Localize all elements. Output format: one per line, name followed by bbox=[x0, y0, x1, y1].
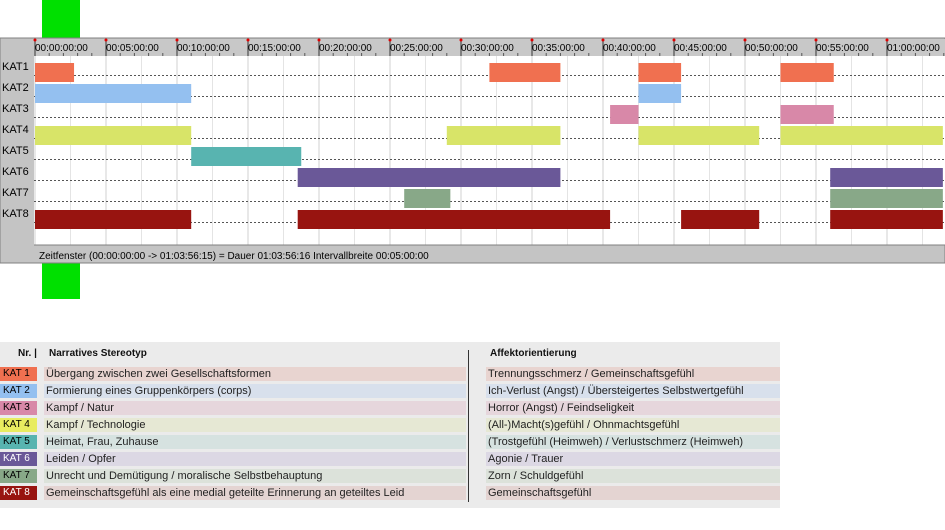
tick-label: 00:05:00:00 bbox=[106, 43, 159, 54]
legend-stereotype: Formierung eines Gruppenkörpers (corps) bbox=[44, 384, 466, 398]
timeline-bar[interactable] bbox=[610, 105, 639, 124]
tick-label: 00:55:00:00 bbox=[816, 43, 869, 54]
legend-row: KAT 7 Unrecht und Demütigung / moralische… bbox=[0, 468, 780, 484]
timeline-bar[interactable] bbox=[780, 105, 834, 124]
row-label: KAT7 bbox=[2, 187, 29, 199]
legend-affect: Gemeinschaftsgefühl bbox=[486, 486, 780, 500]
legend-affect: (All-)Macht(s)gefühl / Ohnmachtsgefühl bbox=[486, 418, 780, 432]
tick-marker bbox=[175, 38, 179, 42]
legend-category-swatch: KAT 1 bbox=[0, 367, 37, 381]
legend-affect: Agonie / Trauer bbox=[486, 452, 780, 466]
timeline-bar[interactable] bbox=[830, 168, 943, 187]
legend-row: KAT 6 Leiden / Opfer Agonie / Trauer bbox=[0, 451, 780, 467]
legend-category-swatch: KAT 5 bbox=[0, 435, 37, 449]
timeline-bar[interactable] bbox=[35, 126, 192, 145]
timeline-bar[interactable] bbox=[830, 189, 943, 208]
tick-label: 00:15:00:00 bbox=[248, 43, 301, 54]
legend-stereotype: Gemeinschaftsgefühl als eine medial gete… bbox=[44, 486, 466, 500]
legend-category-swatch: KAT 2 bbox=[0, 384, 37, 398]
legend-category-swatch: KAT 7 bbox=[0, 469, 37, 483]
timeline-bar[interactable] bbox=[638, 126, 760, 145]
legend-stereotype: Kampf / Natur bbox=[44, 401, 466, 415]
legend-affect: Ich-Verlust (Angst) / Übersteigertes Sel… bbox=[486, 384, 780, 398]
tick-marker bbox=[530, 38, 534, 42]
tick-label: 00:10:00:00 bbox=[177, 43, 230, 54]
legend-stereotype: Übergang zwischen zwei Gesellschaftsform… bbox=[44, 367, 466, 381]
legend-row: KAT 2 Formierung eines Gruppenkörpers (co… bbox=[0, 383, 780, 399]
status-text: Zeitfenster (00:00:00:00 -> 01:03:56:15)… bbox=[39, 251, 429, 262]
timeline-bar[interactable] bbox=[638, 63, 682, 82]
legend-header-stereotype: Narratives Stereotyp bbox=[49, 348, 147, 359]
legend-divider bbox=[468, 350, 469, 502]
tick-marker bbox=[317, 38, 321, 42]
row-label: KAT1 bbox=[2, 61, 29, 73]
tick-label: 00:25:00:00 bbox=[390, 43, 443, 54]
tick-marker bbox=[814, 38, 818, 42]
legend-table: Nr. | Narratives Stereotyp Affektorienti… bbox=[0, 342, 780, 508]
legend-row: KAT 8 Gemeinschaftsgefühl als eine medial… bbox=[0, 485, 780, 501]
legend-stereotype: Unrecht und Demütigung / moralische Selb… bbox=[44, 469, 466, 483]
bars bbox=[35, 63, 943, 229]
legend-affect: Trennungsschmerz / Gemeinschaftsgefühl bbox=[486, 367, 780, 381]
timeline-bar[interactable] bbox=[35, 84, 192, 103]
timeline-bar[interactable] bbox=[830, 210, 943, 229]
tick-marker bbox=[33, 38, 37, 42]
timeline-bar[interactable] bbox=[35, 63, 75, 82]
legend-affect: Zorn / Schuldgefühl bbox=[486, 469, 780, 483]
tick-label: 00:45:00:00 bbox=[674, 43, 727, 54]
row-label: KAT6 bbox=[2, 166, 29, 178]
legend-category-swatch: KAT 6 bbox=[0, 452, 37, 466]
legend-category-swatch: KAT 4 bbox=[0, 418, 37, 432]
tick-label: 00:30:00:00 bbox=[461, 43, 514, 54]
tick-marker bbox=[672, 38, 676, 42]
timeline-bar[interactable] bbox=[489, 63, 561, 82]
tick-marker bbox=[601, 38, 605, 42]
timeline-bar[interactable] bbox=[297, 210, 611, 229]
legend-category-swatch: KAT 8 bbox=[0, 486, 37, 500]
legend-affect: Horror (Angst) / Feindseligkeit bbox=[486, 401, 780, 415]
legend-stereotype: Kampf / Technologie bbox=[44, 418, 466, 432]
legend-stereotype: Heimat, Frau, Zuhause bbox=[44, 435, 466, 449]
row-label: KAT2 bbox=[2, 82, 29, 94]
tick-label: 01:00:00:00 bbox=[887, 43, 940, 54]
timeline-bar[interactable] bbox=[297, 168, 561, 187]
playhead-marker-bottom[interactable] bbox=[42, 263, 80, 299]
row-label: KAT3 bbox=[2, 103, 29, 115]
tick-marker bbox=[459, 38, 463, 42]
timeline-bar[interactable] bbox=[35, 210, 192, 229]
timeline-bar[interactable] bbox=[780, 126, 943, 145]
legend-row: KAT 5 Heimat, Frau, Zuhause (Trostgefühl (… bbox=[0, 434, 780, 450]
timeline-bar[interactable] bbox=[446, 126, 561, 145]
tick-label: 00:00:00:00 bbox=[35, 43, 88, 54]
legend-row: KAT 4 Kampf / Technologie (All-)Macht(s)ge… bbox=[0, 417, 780, 433]
timeline-bar[interactable] bbox=[191, 147, 302, 166]
timeline-bar[interactable] bbox=[681, 210, 760, 229]
row-label: KAT5 bbox=[2, 145, 29, 157]
legend-affect: (Trostgefühl (Heimweh) / Verlustschmerz … bbox=[486, 435, 780, 449]
tick-label: 00:20:00:00 bbox=[319, 43, 372, 54]
playhead-marker-top[interactable] bbox=[42, 0, 80, 38]
tick-marker bbox=[246, 38, 250, 42]
legend-stereotype: Leiden / Opfer bbox=[44, 452, 466, 466]
tick-marker bbox=[885, 38, 889, 42]
tick-marker bbox=[743, 38, 747, 42]
tick-label: 00:40:00:00 bbox=[603, 43, 656, 54]
timeline-bar[interactable] bbox=[404, 189, 451, 208]
row-label: KAT4 bbox=[2, 124, 29, 136]
tick-label: 00:35:00:00 bbox=[532, 43, 585, 54]
tick-label: 00:50:00:00 bbox=[745, 43, 798, 54]
timeline-bar[interactable] bbox=[780, 63, 834, 82]
timeline-chart: 00:00:00:00 00:05:00:00 00:10:00:00 00:15:0… bbox=[0, 0, 945, 299]
tick-marker bbox=[388, 38, 392, 42]
timeline-bar[interactable] bbox=[638, 84, 682, 103]
legend-category-swatch: KAT 3 bbox=[0, 401, 37, 415]
legend-row: KAT 3 Kampf / Natur Horror (Angst) / Feind… bbox=[0, 400, 780, 416]
row-label: KAT8 bbox=[2, 208, 29, 220]
legend-header-nr: Nr. | bbox=[18, 348, 37, 359]
legend-header-affect: Affektorientierung bbox=[490, 348, 577, 359]
tick-marker bbox=[104, 38, 108, 42]
legend-row: KAT 1 Übergang zwischen zwei Gesellschaft… bbox=[0, 366, 780, 382]
time-ruler bbox=[34, 39, 945, 56]
